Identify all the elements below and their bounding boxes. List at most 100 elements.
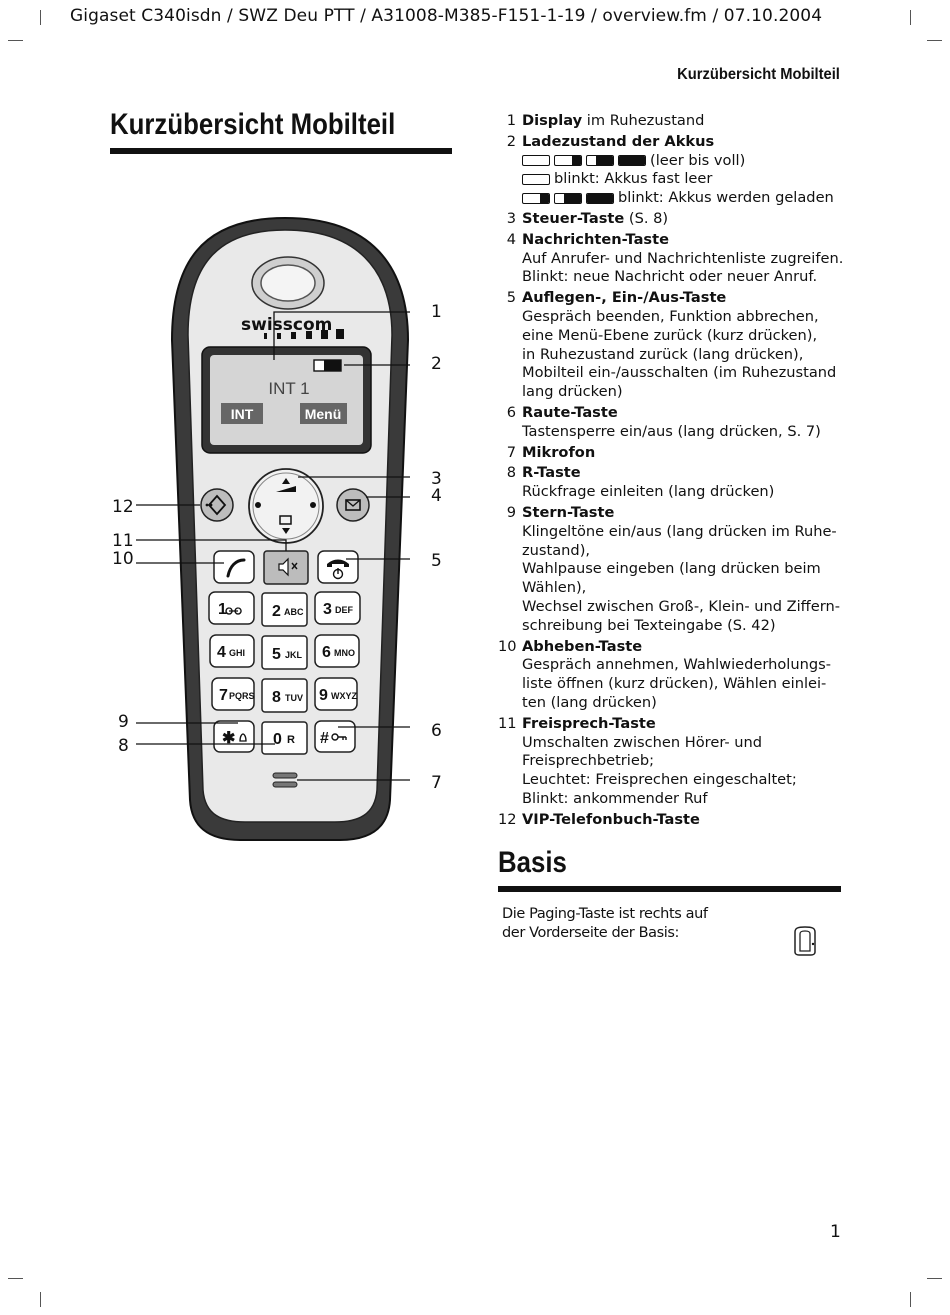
- legend-number: 7: [506, 443, 516, 461]
- crop-mark: [927, 40, 942, 41]
- legend-description: Freisprechbetrieb;: [522, 752, 655, 770]
- softkey-int: INT: [231, 406, 254, 422]
- legend-item: 1 Display im Ruhezustand: [498, 112, 848, 131]
- basis-heading: Basis: [498, 846, 567, 879]
- legend-description: eine Menü-Ebene zurück (kurz drücken),: [522, 326, 818, 344]
- legend-term: Abheben-Taste: [522, 637, 643, 655]
- basis-text-line: der Vorderseite der Basis:: [502, 925, 680, 941]
- handset-illustration: swisscom INT 1 INT Menü 1 2 ABC 3: [112, 216, 442, 841]
- svg-text:7: 7: [219, 687, 228, 704]
- svg-text:MNO: MNO: [334, 648, 355, 658]
- svg-text:2: 2: [272, 603, 281, 620]
- crop-mark: [910, 10, 911, 25]
- battery-icon: [554, 155, 582, 167]
- svg-text:TUV: TUV: [285, 693, 303, 703]
- legend-description: Tastensperre ein/aus (lang drücken, S. 7…: [522, 422, 821, 440]
- svg-text:7: 7: [431, 773, 442, 793]
- legend-term: Ladezustand der Akkus: [522, 132, 715, 150]
- svg-text:WXYZ: WXYZ: [331, 691, 358, 701]
- svg-text:12: 12: [112, 497, 134, 517]
- legend-number: 10: [498, 637, 517, 655]
- legend-number: 6: [506, 403, 516, 421]
- legend-term: Raute-Taste: [522, 403, 618, 421]
- running-title: Kurzübersicht Mobilteil: [677, 66, 840, 83]
- battery-icon: [554, 193, 582, 205]
- legend-number: 3: [506, 209, 516, 227]
- svg-text:3: 3: [431, 469, 442, 489]
- key-legend: 1 Display im Ruhezustand 2 Ladezustand der …: [498, 112, 848, 829]
- document-header: Gigaset C340isdn / SWZ Deu PTT / A31008-…: [70, 6, 823, 26]
- svg-text:3: 3: [323, 601, 332, 618]
- brand-logo: swisscom: [241, 315, 332, 335]
- svg-text:8: 8: [118, 736, 129, 756]
- crop-mark: [8, 40, 23, 41]
- legend-term: R-Taste: [522, 464, 581, 482]
- legend-term: Stern-Taste: [522, 503, 615, 521]
- legend-term: Freisprech-Taste: [522, 714, 656, 732]
- legend-description: Wählen),: [522, 579, 587, 597]
- svg-text:DEF: DEF: [335, 605, 354, 615]
- crop-mark: [40, 10, 41, 25]
- legend-description: Wechsel zwischen Groß-, Klein- und Ziffe…: [522, 597, 840, 615]
- page-number: 1: [830, 1222, 841, 1242]
- svg-text:5: 5: [272, 646, 281, 663]
- battery-icon: [522, 155, 550, 167]
- legend-description: Klingeltöne ein/aus (lang drücken im Ruh…: [522, 522, 837, 540]
- legend-description: liste öffnen (kurz drücken), Wählen einl…: [522, 675, 827, 693]
- legend-term: VIP-Telefonbuch-Taste: [522, 810, 700, 828]
- svg-text:✱: ✱: [222, 730, 235, 747]
- battery-icon: [522, 174, 550, 186]
- svg-text:9: 9: [118, 712, 129, 732]
- basis-text: Die Paging-Taste ist rechts auf der Vord…: [502, 905, 742, 943]
- legend-description: Mobilteil ein-/ausschalten (im Ruhezusta…: [522, 364, 837, 382]
- legend-term: Display: [522, 112, 583, 129]
- legend-description: in Ruhezustand zurück (lang drücken),: [522, 345, 804, 363]
- svg-text:GHI: GHI: [229, 648, 245, 658]
- svg-text:9: 9: [319, 687, 328, 704]
- battery-state-label: blinkt: Akkus fast leer: [554, 170, 713, 188]
- legend-description: zustand),: [522, 541, 591, 559]
- legend-description: Blinkt: neue Nachricht oder neuer Anruf.: [522, 268, 818, 286]
- legend-number: 8: [506, 464, 516, 482]
- svg-text:8: 8: [272, 689, 281, 706]
- legend-number: 9: [506, 503, 516, 521]
- legend-term: Nachrichten-Taste: [522, 230, 669, 248]
- legend-number: 4: [506, 230, 516, 248]
- battery-state-row: (leer bis voll): [522, 152, 848, 171]
- legend-description: Wahlpause eingeben (lang drücken beim: [522, 560, 821, 578]
- svg-text:4: 4: [217, 644, 226, 661]
- battery-icon: [618, 155, 646, 167]
- legend-term-suffix: im Ruhezustand: [582, 112, 705, 129]
- svg-text:1: 1: [431, 302, 442, 322]
- svg-text:5: 5: [431, 551, 442, 571]
- legend-description: schreibung bei Texteingabe (S. 42): [522, 616, 776, 634]
- crop-mark: [40, 1292, 41, 1307]
- display-status: INT 1: [268, 379, 309, 398]
- svg-text:2: 2: [431, 354, 442, 374]
- battery-state-label: blinkt: Akkus werden geladen: [618, 189, 834, 207]
- battery-icon: [586, 193, 614, 205]
- battery-icon: [586, 155, 614, 167]
- battery-state-row: blinkt: Akkus fast leer: [522, 170, 848, 189]
- battery-icon: [522, 193, 550, 205]
- legend-number: 2: [506, 132, 516, 150]
- crop-mark: [910, 1292, 911, 1307]
- svg-text:ABC: ABC: [284, 607, 304, 617]
- battery-state-label: (leer bis voll): [650, 151, 746, 169]
- svg-text:R: R: [287, 734, 295, 746]
- page-title: Kurzübersicht Mobilteil: [110, 108, 396, 141]
- basis-text-line: Die Paging-Taste ist rechts auf: [502, 906, 708, 922]
- legend-description: Auf Anrufer- und Nachrichtenliste zugrei…: [522, 249, 844, 267]
- legend-number: 1: [506, 112, 516, 129]
- legend-number: 11: [498, 714, 517, 732]
- legend-description: Blinkt: ankommender Ruf: [522, 789, 708, 807]
